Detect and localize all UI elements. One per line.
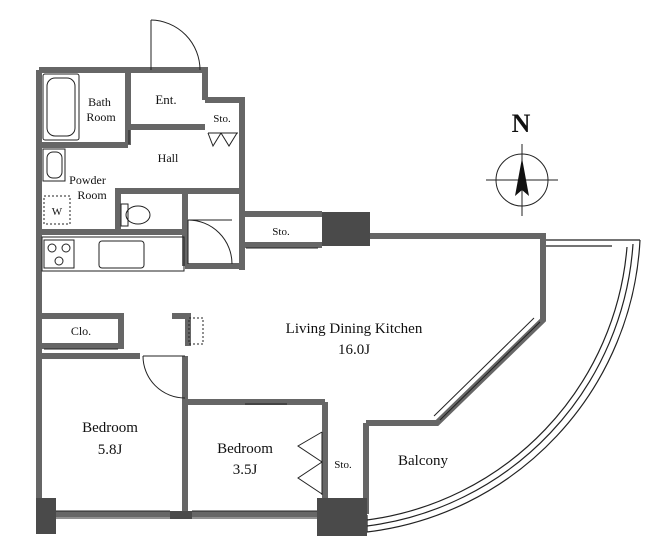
- toilet-door: [187, 219, 233, 265]
- toilet-icon: [120, 203, 151, 227]
- bedroom-main-size: 5.8J: [98, 442, 123, 458]
- compass-north-label: N: [512, 109, 531, 138]
- kitchen-storage-label: Sto.: [272, 226, 290, 238]
- bedroom-door: [142, 355, 186, 399]
- powder-room-label: Powder Room: [69, 173, 109, 202]
- columns: [36, 212, 370, 536]
- closet-label: Clo.: [71, 324, 91, 338]
- washer-icon: [43, 195, 71, 225]
- washer-label: W: [52, 206, 63, 218]
- bathtub: [42, 73, 80, 141]
- bath-room-label: Bath Room: [86, 95, 116, 124]
- closet-door: [188, 317, 204, 345]
- windows: [56, 317, 541, 519]
- compass-icon: N: [486, 109, 558, 216]
- balcony-label: Balcony: [398, 453, 448, 469]
- bedroom-main-label: Bedroom: [82, 420, 138, 436]
- sliding-doors: [44, 130, 318, 405]
- hall-label: Hall: [158, 151, 179, 165]
- ldk-label: Living Dining Kitchen: [286, 321, 423, 337]
- walls: [36, 67, 546, 530]
- ldk-size: 16.0J: [338, 342, 370, 358]
- balcony-outline: [366, 239, 641, 533]
- bedroom-second-label: Bedroom: [217, 441, 273, 457]
- wash-basin: [42, 148, 66, 182]
- entrance-label: Ent.: [155, 92, 176, 107]
- bedroom-storage-door: [297, 431, 323, 495]
- kitchen-counter: [41, 236, 185, 272]
- bedroom-second-size: 3.5J: [233, 462, 258, 478]
- storage-door: [207, 132, 238, 148]
- entrance-storage-label: Sto.: [213, 113, 231, 125]
- entrance-door: [150, 19, 201, 71]
- bedroom-storage-label: Sto.: [334, 459, 352, 471]
